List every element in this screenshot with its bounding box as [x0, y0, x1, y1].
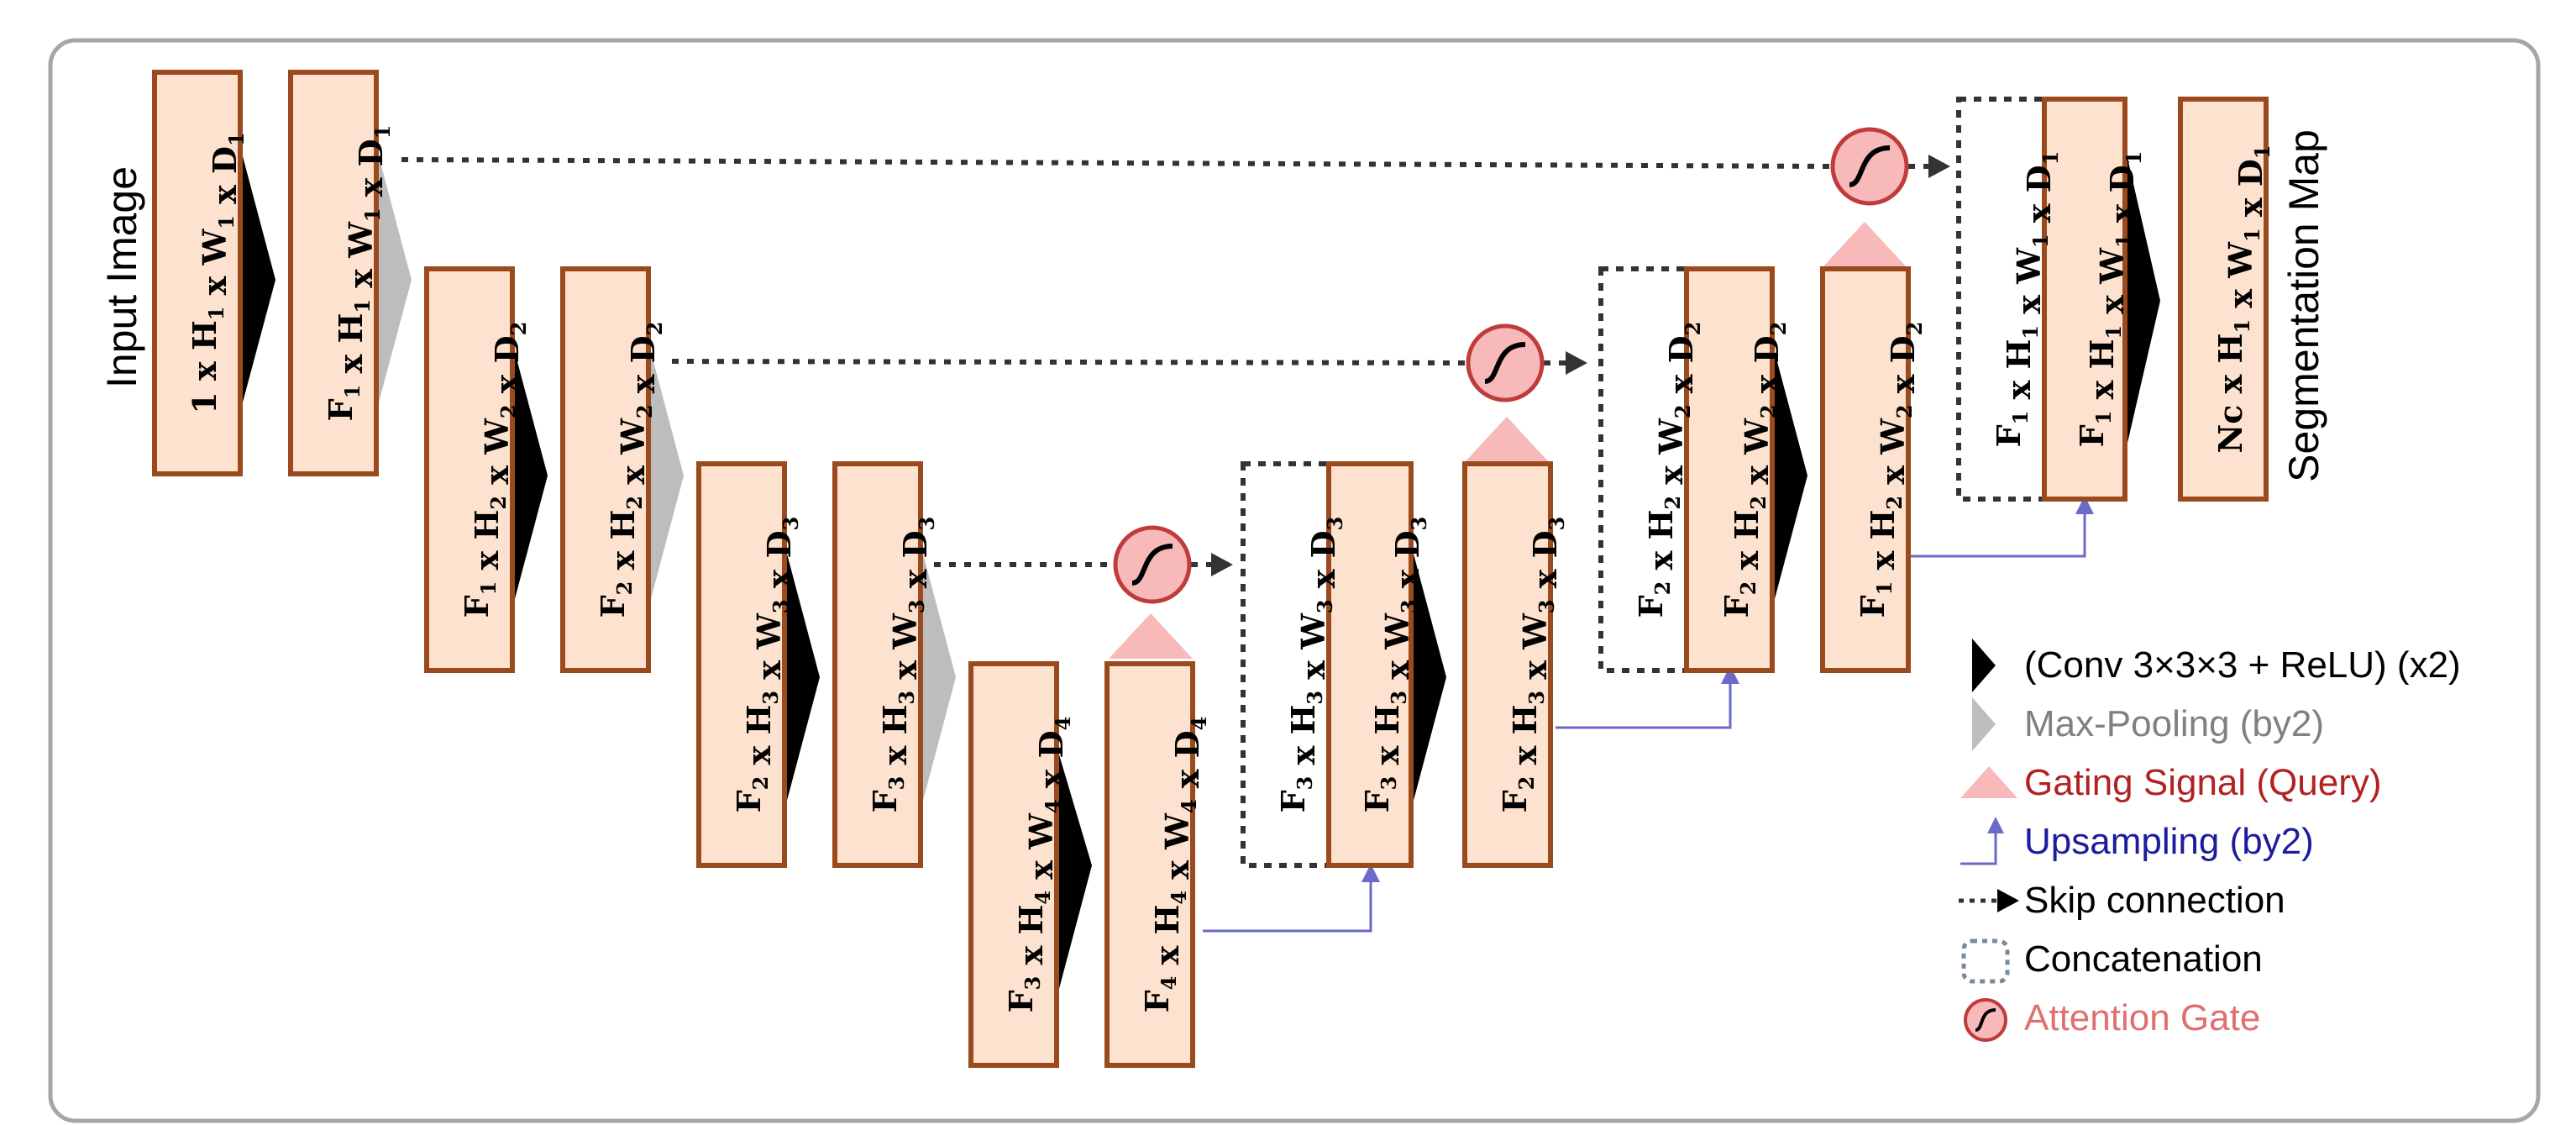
legend-conv-icon	[1972, 639, 1996, 692]
sigmoid-icon	[1975, 1008, 1996, 1032]
legend-up-text: Upsampling (by2)	[2024, 821, 2314, 862]
box-label-e3b: F3 x H3 x W3 x D3	[866, 517, 939, 813]
box-label-e2a: F1 x H2 x W2 x D2	[458, 322, 531, 618]
concat-boxes	[1241, 97, 2047, 868]
pooling-triangles	[376, 147, 956, 810]
skip-line-level2	[671, 359, 1467, 365]
legend-gate-text: Gating Signal (Query)	[2024, 762, 2382, 803]
box-label-e1a: 1 x H1 x W1 x D1	[186, 132, 249, 413]
upsample-line-2to1	[1908, 511, 2086, 558]
attention-gate-level2	[1466, 323, 1545, 402]
box-label-d2skip: F2 x H2 x W2 x D2	[1632, 322, 1705, 618]
skip-arrowhead-2	[1566, 351, 1587, 375]
legend-pool-icon	[1972, 697, 1996, 751]
conv-triangle-d3	[1411, 544, 1446, 810]
sigmoid-icon	[1849, 145, 1891, 187]
box-label-d2a: F2 x H2 x W2 x D2	[1718, 322, 1791, 618]
legend-up-arrowhead	[1987, 817, 2004, 833]
box-label-e1b: F1 x H1 x W1 x D1	[322, 125, 395, 422]
legend-conv-text: (Conv 3×3×3 + ReLU) (x2)	[2024, 644, 2461, 686]
diagram-frame	[48, 38, 2541, 1123]
box-e4a	[968, 661, 1059, 1068]
box-label-d3a: F3 x H3 x W3 x D3	[1358, 517, 1431, 813]
legend: (Conv 3×3×3 + ReLU) (x2) Max-Pooling (by…	[1959, 639, 2461, 1042]
box-d3a	[1326, 461, 1414, 868]
upsample-arrowhead-3	[2075, 496, 2094, 514]
legend-concat-icon	[1961, 938, 2010, 984]
conv-triangle-e3	[784, 544, 820, 810]
attention-gate-circle	[1830, 127, 1909, 206]
box-e3b	[832, 461, 923, 868]
box-e2a	[424, 266, 515, 673]
box-label-d1a: F1 x H1 x W1 x D1	[2073, 151, 2146, 448]
pool-triangle-3	[921, 544, 956, 810]
conv-triangle-d1	[2125, 147, 2160, 454]
input-image-label: Input Image	[98, 166, 145, 388]
box-d2a	[1684, 266, 1775, 673]
skip-line-level1	[401, 157, 1832, 169]
gate-triangle-level3	[1109, 613, 1193, 659]
conv-triangle-e4	[1057, 746, 1092, 998]
box-e3a	[696, 461, 787, 868]
box-e1a	[152, 70, 243, 476]
legend-concat-text: Concatenation	[2024, 938, 2263, 980]
legend-up-line	[1960, 832, 1997, 865]
upsample-arrowhead-2	[1721, 665, 1739, 684]
upsample-line-4to3	[1203, 879, 1372, 933]
attention-gate-level1	[1830, 127, 1909, 206]
box-out	[2178, 97, 2269, 502]
legend-att-icon	[1964, 998, 2007, 1042]
attention-gate-circle	[1113, 525, 1192, 604]
box-d1a	[2042, 97, 2127, 502]
box-label-d1skip: F1 x H1 x W1 x D1	[1990, 151, 2063, 448]
pool-triangle-2	[648, 343, 684, 608]
upsampling-connections	[1203, 511, 2086, 933]
concat-box-level2	[1598, 266, 1689, 673]
pool-triangle-1	[376, 147, 412, 412]
feature-maps	[152, 70, 2269, 1068]
skip-arrowheads	[1211, 155, 1950, 576]
box-label-d2b: F1 x H2 x W2 x D2	[1854, 322, 1927, 618]
concat-box-level3	[1241, 461, 1331, 868]
upsample-arrowheads	[1361, 496, 2094, 882]
legend-att-text: Attention Gate	[2024, 997, 2260, 1038]
segmentation-map-label: Segmentation Map	[2280, 129, 2327, 482]
conv-triangle-e2	[512, 343, 548, 608]
box-label-e2b: F2 x H2 x W2 x D2	[594, 322, 667, 618]
legend-gate-icon	[1960, 766, 2017, 798]
conv-triangle-e1	[240, 147, 275, 412]
skip-arrowhead-1	[1928, 155, 1950, 178]
upsample-line-3to2	[1556, 681, 1732, 729]
box-e4b	[1104, 661, 1195, 1068]
box-label-d3skip: F3 x H3 x W3 x D3	[1274, 517, 1347, 813]
gate-triangle-level1	[1823, 222, 1907, 267]
sigmoid-icon	[1131, 544, 1173, 586]
gating-triangles	[1109, 222, 1907, 659]
attention-gate-circle	[1466, 323, 1545, 402]
legend-skip-arrowhead	[1997, 889, 2019, 912]
concat-box-level1	[1956, 97, 2047, 502]
attention-gates	[1113, 127, 1909, 604]
box-label-e4a: F3 x H4 x W4 x D4	[1002, 717, 1075, 1013]
box-label-d3b: F2 x H3 x W3 x D3	[1496, 517, 1569, 813]
legend-skip-text: Skip connection	[2024, 880, 2285, 921]
box-label-e4b: F4 x H4 x W4 x D4	[1138, 717, 1211, 1013]
box-e2b	[560, 266, 651, 673]
conv-triangle-d2	[1772, 343, 1807, 608]
box-label-out: Nc x H1 x W1 x D1	[2211, 145, 2274, 454]
legend-pool-text: Max-Pooling (by2)	[2024, 703, 2324, 744]
box-e1b	[288, 70, 379, 476]
conv-triangles	[240, 147, 2160, 998]
skip-arrowhead-3	[1211, 553, 1233, 576]
attention-gate-level3	[1113, 525, 1192, 604]
sigmoid-icon	[1484, 342, 1526, 384]
box-labels: 1 x H1 x W1 x D1 F1 x H1 x W1 x D1 F1 x H2…	[186, 125, 2274, 1013]
upsample-arrowhead-1	[1361, 864, 1380, 882]
box-d2b	[1820, 266, 1911, 673]
gate-triangle-level2	[1465, 417, 1549, 462]
box-d3b	[1462, 461, 1553, 868]
skip-connections	[401, 157, 1930, 567]
box-label-e3a: F2 x H3 x W3 x D3	[730, 517, 803, 813]
